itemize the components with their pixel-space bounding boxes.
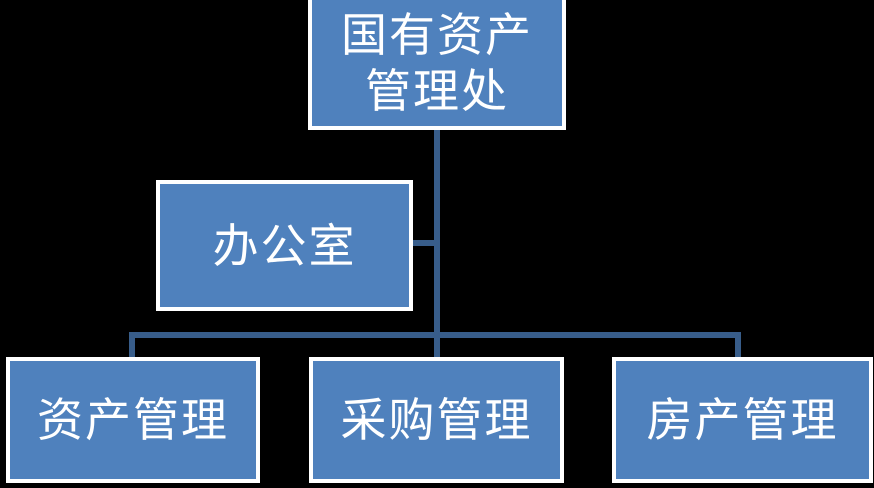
org-node-assets: 资产管理	[6, 357, 260, 483]
connector-stub-office	[409, 240, 437, 246]
org-node-procurement: 采购管理	[309, 357, 564, 483]
org-node-root: 国有资产 管理处	[308, 0, 566, 130]
connector-stub-property	[735, 332, 741, 357]
org-node-procurement-label: 采购管理	[340, 393, 533, 447]
org-node-office: 办公室	[156, 180, 413, 311]
org-node-property-label: 房产管理	[646, 393, 839, 447]
org-node-office-label: 办公室	[212, 218, 357, 273]
connector-stub-assets	[129, 332, 135, 357]
connector-root-vertical	[434, 128, 440, 357]
connector-horizontal-rail	[129, 332, 741, 338]
org-node-root-label: 国有资产 管理处	[341, 8, 533, 118]
org-node-property: 房产管理	[612, 357, 873, 483]
org-node-assets-label: 资产管理	[37, 393, 229, 447]
